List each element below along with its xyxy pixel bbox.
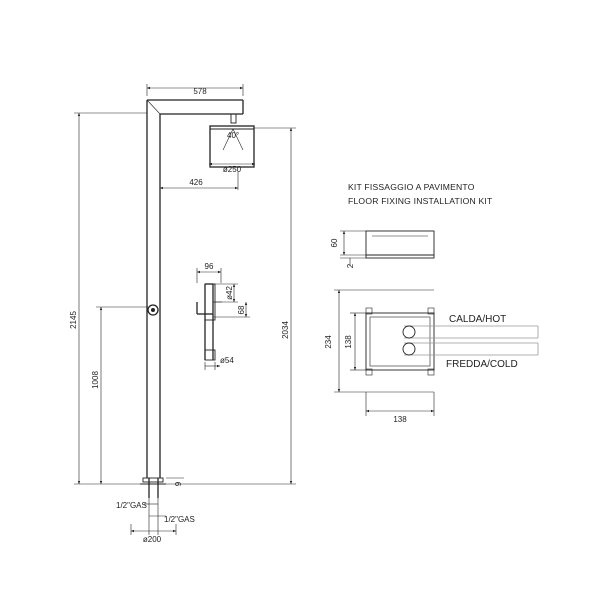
mixer-detail (196, 283, 222, 361)
total-height-label: 2145 (69, 311, 78, 329)
kit-height-label: 60 (330, 238, 339, 247)
base-offset-label: 9 (174, 481, 183, 486)
kit-side-view (365, 230, 435, 259)
connection-2-label: 1/2"GAS (164, 515, 195, 524)
base-diameter-label: ø200 (143, 535, 162, 544)
spray-angle-label: 40° (227, 131, 239, 140)
cold-inlet (402, 342, 416, 356)
kit-title-en: FLOOR FIXING INSTALLATION KIT (348, 196, 493, 206)
head-diameter-label: ø250 (223, 165, 242, 174)
mixer-height-label: 1008 (91, 371, 100, 389)
shower-head (209, 125, 255, 168)
spacing-label: 68 (237, 305, 246, 314)
head-height-label: 2034 (281, 321, 290, 339)
hot-inlet (402, 325, 416, 339)
kit-width-label: 138 (393, 415, 407, 424)
kit-plan-view (365, 307, 539, 376)
head-offset-label: 426 (189, 178, 203, 187)
kit-offset-label: 2 (346, 263, 355, 268)
arm-length-label: 578 (193, 87, 207, 96)
kit-title-it: KIT FISSAGGIO A PAVIMENTO (348, 182, 475, 192)
cold-label: FREDDA/COLD (446, 359, 518, 370)
connection-1-label: 1/2"GAS (116, 501, 147, 510)
knob-diameter-label: ø42 (225, 286, 234, 300)
hot-label: CALDA/HOT (449, 314, 506, 325)
mixer-width-label: 96 (205, 262, 214, 271)
kit-inner-label: 138 (344, 335, 353, 349)
shower-column (140, 99, 255, 498)
kit-depth-label: 234 (324, 335, 333, 349)
column-mixer-valve (147, 304, 159, 316)
base-diameter-detail-label: ø54 (220, 356, 234, 365)
